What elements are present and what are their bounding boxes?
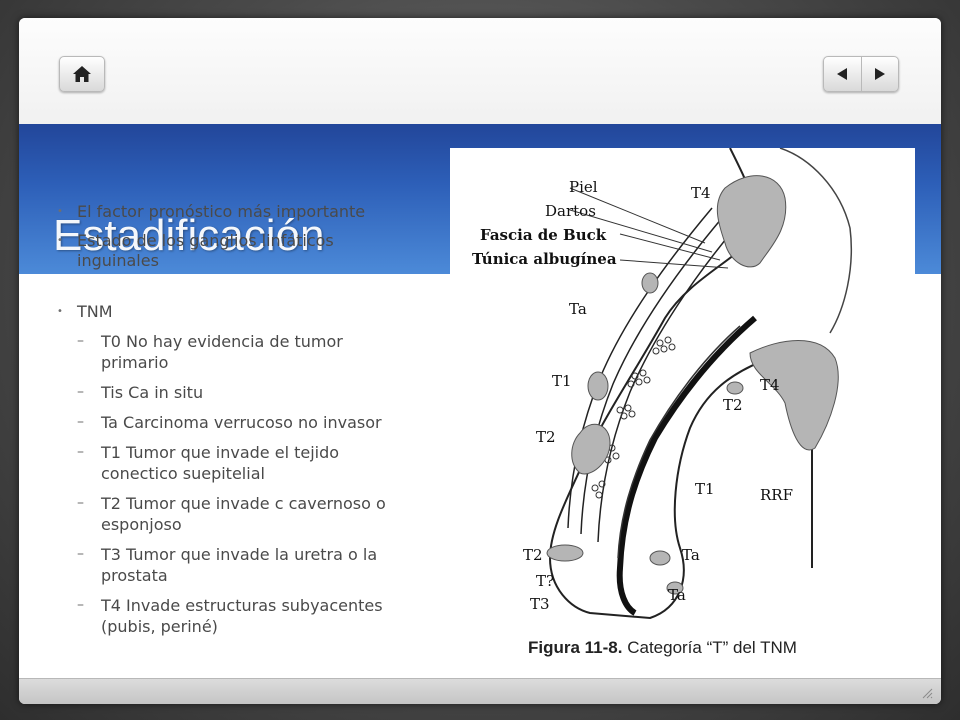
- label-dartos: Dartos: [545, 202, 596, 220]
- label-t1-right: T1: [695, 480, 715, 498]
- label-t2-right: T2: [723, 396, 743, 414]
- label-t4-top: T4: [691, 184, 711, 202]
- label-t4-right: T4: [760, 376, 780, 394]
- label-ta-left: Ta: [569, 300, 587, 318]
- figure-caption: Figura 11-8. Categoría “T” del TNM: [528, 638, 797, 658]
- slide: Estadificación El factor pronóstico más …: [19, 18, 941, 704]
- bullet-item: Estado de los ganglios linfáticos inguin…: [55, 231, 415, 271]
- resize-grip-icon[interactable]: [921, 687, 933, 699]
- tnm-item: Tis Ca in situ: [55, 382, 415, 403]
- label-t3: T3: [530, 595, 550, 613]
- bullet-item: El factor pronóstico más importante: [55, 202, 415, 222]
- label-t2-bottom: T2: [523, 546, 543, 564]
- top-band: [19, 18, 941, 124]
- home-button[interactable]: [59, 56, 105, 92]
- tnm-item: T4 Invade estructuras subyacentes (pubis…: [55, 595, 415, 637]
- tnm-item: T2 Tumor que invade c cavernoso o esponj…: [55, 493, 415, 535]
- penis-cross-section-drawing: [546, 148, 853, 620]
- label-t-question: T?: [536, 572, 555, 590]
- caption-number: Figura 11-8.: [528, 638, 623, 657]
- next-slide-button[interactable]: [860, 57, 899, 91]
- home-icon: [73, 66, 91, 82]
- label-rrf: RRF: [760, 486, 793, 504]
- caption-text: Categoría “T” del TNM: [622, 638, 797, 657]
- label-t2-left: T2: [536, 428, 556, 446]
- tnm-item: Ta Carcinoma verrucoso no invasor: [55, 412, 415, 433]
- label-tunica-albuginea: Túnica albugínea: [472, 250, 617, 268]
- label-piel: Piel: [569, 178, 598, 196]
- slide-navigation: [823, 56, 899, 92]
- tnm-anatomy-figure: Piel Dartos Fascia de Buck Túnica albugí…: [450, 148, 915, 660]
- tnm-item: T1 Tumor que invade el tejido conectico …: [55, 442, 415, 484]
- triangle-right-icon: [874, 68, 885, 80]
- triangle-left-icon: [837, 68, 848, 80]
- label-fascia-de-buck: Fascia de Buck: [480, 226, 607, 244]
- label-ta-bottom-2: Ta: [668, 586, 686, 604]
- label-ta-bottom-1: Ta: [682, 546, 700, 564]
- tnm-heading: TNM: [55, 302, 415, 322]
- slide-content: El factor pronóstico más importante Esta…: [55, 202, 415, 646]
- tnm-item: T3 Tumor que invade la uretra o la prost…: [55, 544, 415, 586]
- tnm-item: T0 No hay evidencia de tumor primario: [55, 331, 415, 373]
- label-t1-left: T1: [552, 372, 572, 390]
- bottom-bar: [19, 678, 941, 704]
- previous-slide-button[interactable]: [824, 57, 861, 91]
